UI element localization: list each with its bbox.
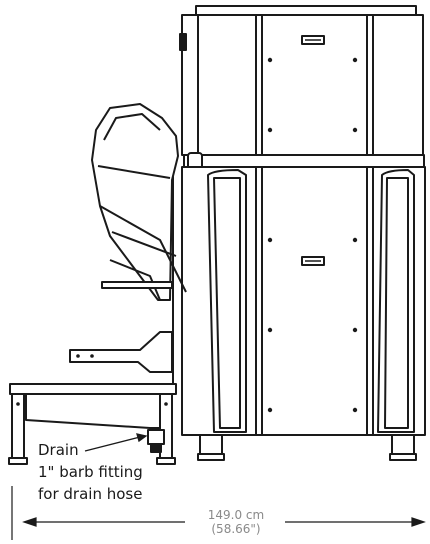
dimension-imperial: (58.66") (211, 522, 261, 536)
drain-leader (84, 433, 148, 452)
ledge (101, 281, 173, 289)
machine-outline (8, 5, 426, 465)
dimension-line (11, 486, 426, 540)
rivets (16, 57, 358, 413)
hose-label: for drain hose (38, 485, 143, 503)
right-foot (391, 434, 415, 456)
stand-top (9, 383, 177, 395)
drain-label: Drain (38, 441, 79, 459)
left-rail (207, 169, 247, 433)
upper-hinge (179, 33, 187, 51)
fitting-label: 1" barb fitting (38, 463, 143, 481)
upper-cabinet (181, 14, 424, 156)
mid-divider (183, 154, 425, 168)
bracket-shelf (69, 331, 173, 373)
dimension-metric: 149.0 cm (207, 508, 265, 522)
drain-fitting (147, 429, 165, 445)
left-foot (199, 434, 223, 456)
